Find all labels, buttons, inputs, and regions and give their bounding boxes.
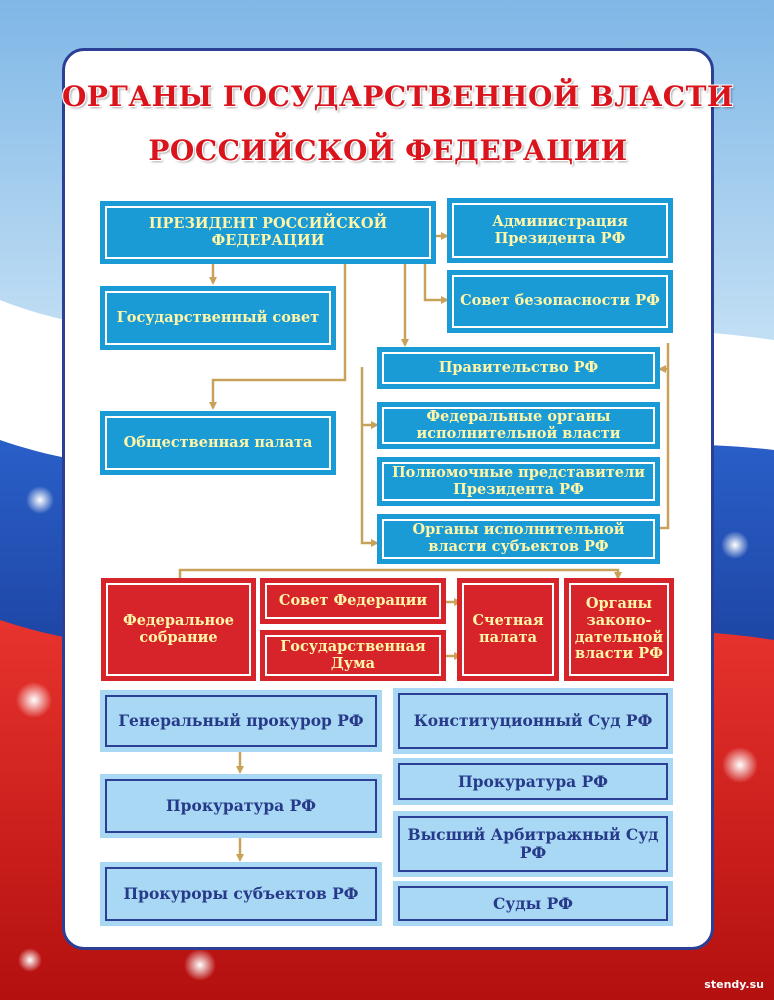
federal-assembly-label: Федеральное собрание (106, 583, 251, 676)
prosecutor-general-label: Генеральный прокурор РФ (105, 695, 377, 747)
courts-label: Суды РФ (398, 886, 668, 921)
arbitration-court-label: Высший Арбитражный Суд РФ (398, 816, 668, 872)
security-council-label: Совет безопасности РФ (452, 275, 668, 328)
judicial-prosecutors-office-box: Прокуратура РФ (393, 758, 673, 805)
government-box: Правительство РФ (377, 347, 660, 389)
state-council-box: Государственный совет (100, 286, 336, 350)
state-council-label: Государственный совет (105, 291, 331, 345)
plenipotentiaries-box: Полномочные представители Президента РФ (377, 457, 660, 506)
accounts-chamber-box: Счетная палата (457, 578, 559, 681)
constitutional-court-box: Конституционный Суд РФ (393, 688, 673, 754)
regional-legislative-label: Органы законо-дательной власти РФ (569, 583, 669, 676)
administration-label: Администрация Президента РФ (452, 203, 668, 258)
government-label: Правительство РФ (382, 352, 655, 384)
title-line-2: РОССИЙСКОЙ ФЕДЕРАЦИИ (148, 134, 628, 167)
regional-prosecutors-label: Прокуроры субъектов РФ (105, 867, 377, 921)
judicial-prosecutors-office-label: Прокуратура РФ (398, 763, 668, 800)
courts-box: Суды РФ (393, 881, 673, 926)
title-line-1: ОРГАНЫ ГОСУДАРСТВЕННОЙ ВЛАСТИ (62, 80, 734, 113)
accounts-chamber-label: Счетная палата (462, 583, 554, 676)
regional-prosecutors-box: Прокуроры субъектов РФ (100, 862, 382, 926)
arbitration-court-box: Высший Арбитражный Суд РФ (393, 811, 673, 877)
federal-exec-label: Федеральные органы исполнительной власти (382, 407, 655, 444)
regional-exec-box: Органы исполнительной власти субъектов Р… (377, 514, 660, 564)
public-chamber-label: Общественная палата (105, 416, 331, 470)
president-label: ПРЕЗИДЕНТ РОССИЙСКОЙ ФЕДЕРАЦИИ (105, 206, 431, 259)
federal-assembly-box: Федеральное собрание (101, 578, 256, 681)
security-council-box: Совет безопасности РФ (447, 270, 673, 333)
state-duma-box: Государственная Дума (260, 630, 446, 681)
regional-legislative-box: Органы законо-дательной власти РФ (564, 578, 674, 681)
constitutional-court-label: Конституционный Суд РФ (398, 693, 668, 749)
regional-exec-label: Органы исполнительной власти субъектов Р… (382, 519, 655, 559)
prosecutors-office-box: Прокуратура РФ (100, 774, 382, 838)
plenipotentiaries-label: Полномочные представители Президента РФ (382, 462, 655, 501)
prosecutors-office-label: Прокуратура РФ (105, 779, 377, 833)
site-credit: stendy.su (704, 978, 764, 991)
state-duma-label: Государственная Дума (265, 635, 441, 676)
administration-box: Администрация Президента РФ (447, 198, 673, 263)
federation-council-box: Совет Федерации (260, 578, 446, 624)
prosecutor-general-box: Генеральный прокурор РФ (100, 690, 382, 752)
federal-exec-box: Федеральные органы исполнительной власти (377, 402, 660, 449)
federation-council-label: Совет Федерации (265, 583, 441, 619)
public-chamber-box: Общественная палата (100, 411, 336, 475)
president-box: ПРЕЗИДЕНТ РОССИЙСКОЙ ФЕДЕРАЦИИ (100, 201, 436, 264)
